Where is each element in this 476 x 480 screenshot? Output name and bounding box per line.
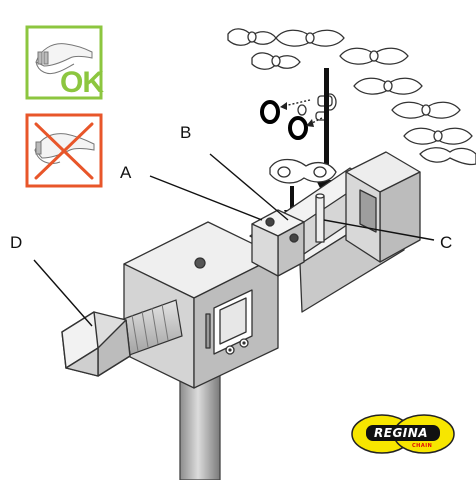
link-plate xyxy=(269,158,337,184)
callout-label-b: B xyxy=(180,123,192,142)
callout-label-c: C xyxy=(440,233,453,252)
o-ring-upper xyxy=(260,100,280,124)
logo-subtext: CHAIN xyxy=(412,443,433,449)
leader-b xyxy=(209,153,289,221)
regina-chain-logo xyxy=(351,414,455,454)
leader-d xyxy=(33,259,93,327)
wrong-badge xyxy=(25,113,103,188)
hand-pinch-correct-icon xyxy=(35,43,93,75)
callout-label-a: A xyxy=(120,163,132,182)
leader-c xyxy=(323,219,435,241)
callout-label-d: D xyxy=(10,233,23,252)
ok-badge xyxy=(25,25,103,100)
cross-icon xyxy=(34,122,94,180)
leader-a xyxy=(149,175,263,221)
leader-lines xyxy=(33,153,435,327)
ok-label: OK xyxy=(60,66,104,99)
tool-body xyxy=(123,151,421,389)
ring-arrows xyxy=(280,99,323,127)
logo-text: REGINA xyxy=(374,426,429,440)
hex-bolt xyxy=(61,311,131,377)
bicycle-chain xyxy=(227,28,476,166)
o-ring-lower xyxy=(288,116,308,140)
